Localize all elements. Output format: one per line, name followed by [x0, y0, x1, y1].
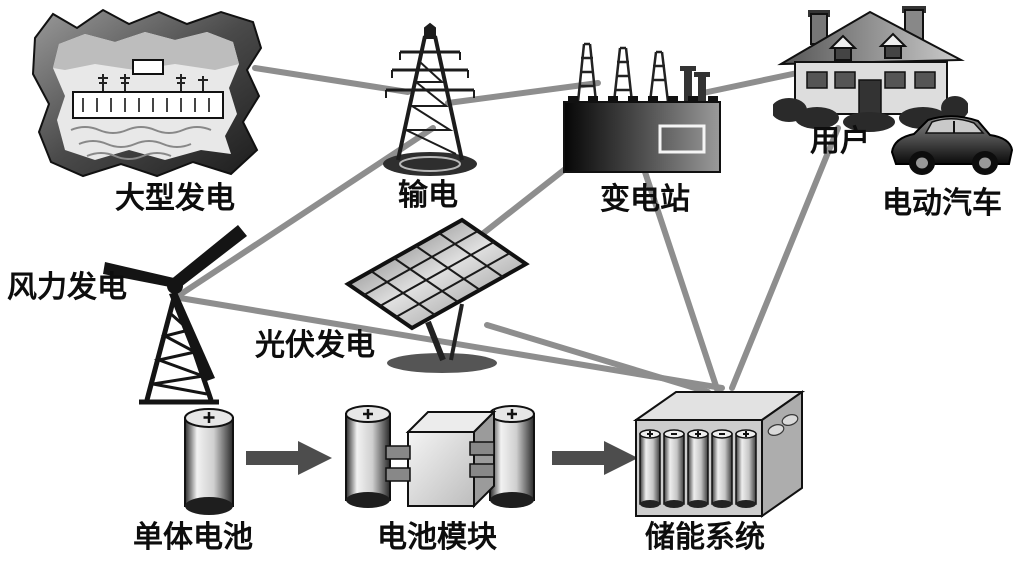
solar-label: 光伏发电	[255, 329, 375, 362]
node-substation	[562, 40, 722, 180]
hydro-label: 大型发电	[115, 182, 235, 215]
flow-arrow-icon	[552, 441, 638, 475]
storage-label: 储能系统	[645, 521, 765, 554]
storage-system-icon	[632, 390, 806, 518]
substation-icon	[563, 42, 721, 173]
node-user	[773, 2, 968, 134]
node-storage-system	[628, 386, 808, 524]
flow-arrow-icon	[246, 441, 332, 475]
wind-label: 风力发电	[7, 271, 127, 304]
node-wind-power	[95, 218, 265, 408]
edge-hydro-transmission	[252, 65, 411, 95]
battery-cell-icon	[184, 408, 234, 515]
module-label: 电池模块	[377, 521, 497, 554]
cell-label: 单体电池	[133, 521, 253, 554]
battery-module-icon	[345, 405, 535, 509]
node-battery-module	[336, 398, 544, 520]
node-solar-power	[330, 212, 530, 377]
edge-transmission-substation	[445, 80, 601, 106]
substation-label: 变电站	[600, 183, 690, 216]
edge-substation-storage	[642, 169, 721, 395]
electric-car-icon	[890, 115, 1014, 175]
house-icon	[773, 6, 968, 132]
edge-solar-storage	[484, 322, 711, 395]
node-hydro-plant	[25, 4, 270, 184]
hydro-dam-icon	[31, 8, 263, 178]
wind-turbine-icon	[103, 225, 247, 405]
flow-arrow-cell-to-module	[246, 438, 332, 478]
solar-panel-icon	[344, 217, 530, 373]
edge-transmission-wind	[175, 125, 436, 299]
edge-wind-storage	[177, 295, 725, 391]
transmission-label: 输电	[398, 179, 458, 212]
flow-arrow-module-to-storage	[552, 438, 638, 478]
node-transmission	[378, 22, 483, 177]
transmission-tower-icon	[383, 22, 477, 176]
ev-label: 电动汽车	[882, 187, 1002, 220]
node-electric-vehicle	[888, 104, 1016, 182]
node-battery-cell	[180, 402, 238, 520]
user-label: 用户	[810, 125, 870, 158]
edge-substation-user	[700, 69, 805, 96]
edge-user-storage	[729, 125, 841, 391]
